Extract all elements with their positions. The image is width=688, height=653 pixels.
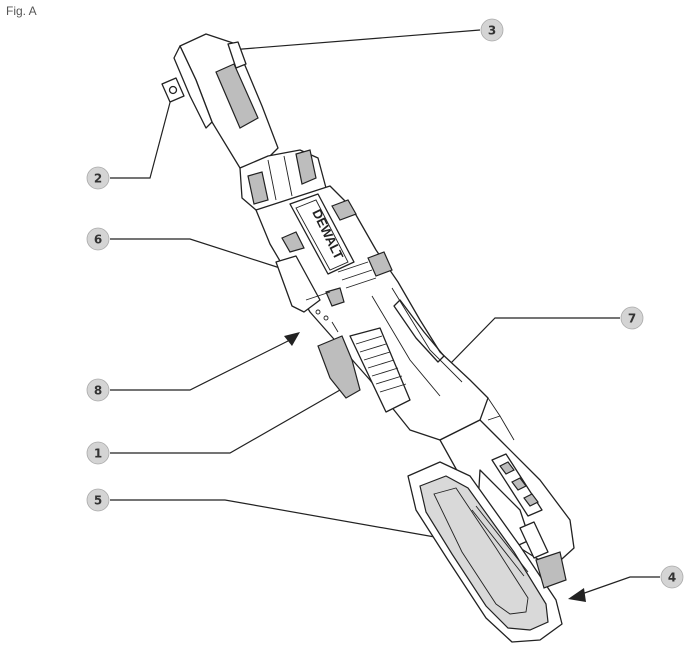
figure-label: Fig. A — [6, 4, 37, 18]
callout-3: 3 — [480, 18, 504, 42]
callout-2: 2 — [86, 166, 110, 190]
trigger — [317, 335, 361, 399]
svg-text:8: 8 — [94, 384, 102, 398]
leader-5 — [110, 499, 481, 546]
svg-text:7: 7 — [628, 312, 636, 326]
callout-6: 6 — [86, 227, 110, 251]
ratchet-head — [161, 33, 279, 169]
leader-4 — [575, 576, 660, 597]
brand-plate — [289, 193, 355, 275]
leader-6 — [110, 238, 281, 269]
svg-text:2: 2 — [94, 172, 102, 186]
svg-text:1: 1 — [94, 447, 102, 461]
battery-pack — [407, 461, 567, 643]
motor-housing: DEWALT — [255, 185, 489, 441]
handle-lower — [439, 379, 575, 569]
callouts: 1 2 3 4 5 6 7 8 — [86, 18, 684, 589]
svg-text:4: 4 — [668, 571, 676, 585]
ratchet-tool: DEWALT — [161, 33, 575, 643]
leader-8-arrow — [284, 332, 300, 346]
callout-7: 7 — [620, 306, 644, 330]
leader-8 — [110, 339, 291, 391]
leader-3 — [229, 29, 481, 51]
leader-2 — [110, 94, 173, 179]
svg-text:3: 3 — [488, 24, 496, 38]
callout-5: 5 — [86, 488, 110, 512]
callout-8: 8 — [86, 378, 110, 402]
callout-1: 1 — [86, 441, 110, 465]
leader-1 — [110, 389, 341, 454]
callout-4: 4 — [660, 565, 684, 589]
svg-text:5: 5 — [94, 494, 102, 508]
svg-text:6: 6 — [94, 233, 102, 247]
forward-reverse-switch — [275, 255, 339, 333]
leader-4-arrow — [568, 588, 586, 602]
